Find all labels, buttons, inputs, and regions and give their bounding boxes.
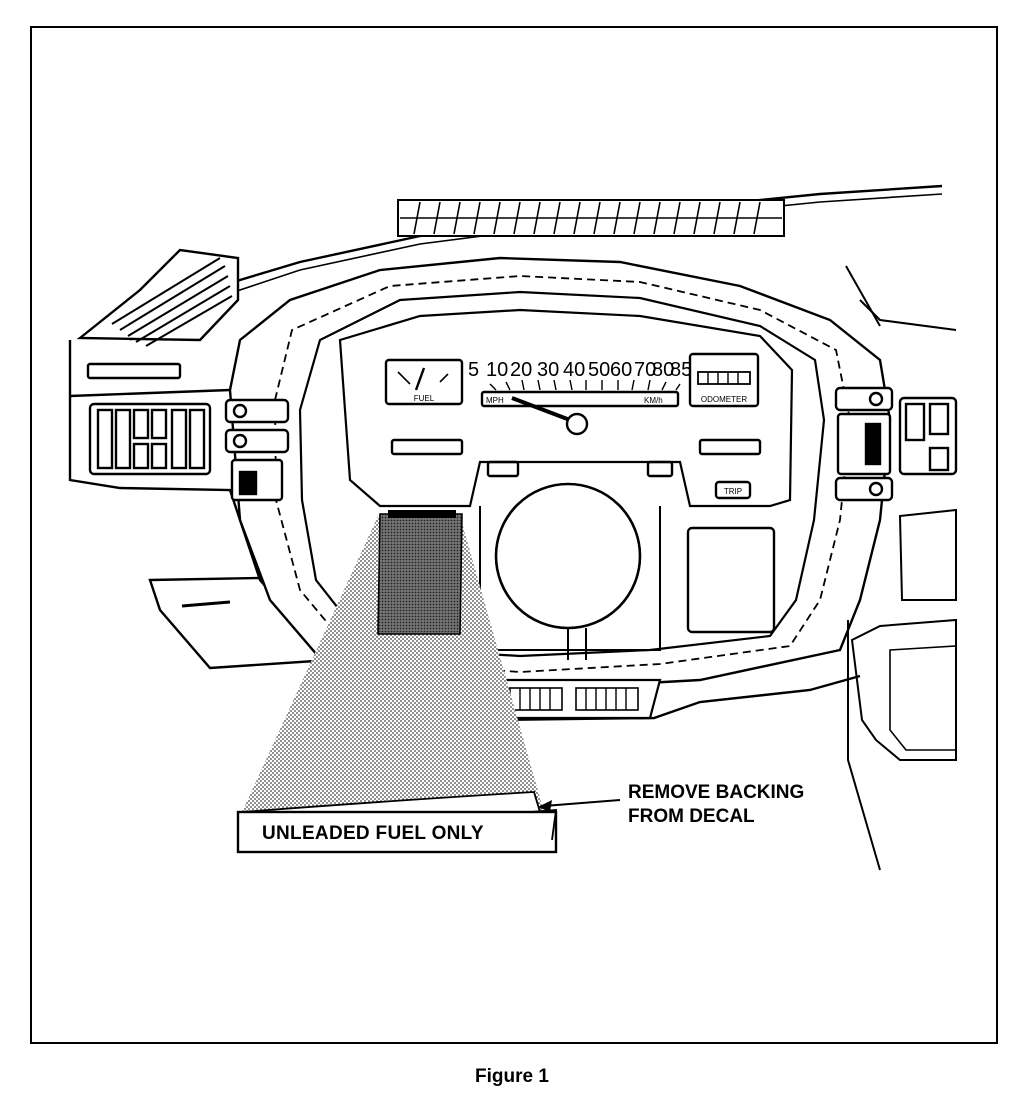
decal-peel-corner	[529, 809, 558, 841]
speed-mark-85: 85	[670, 359, 692, 381]
fuel-label: FUEL	[414, 394, 435, 403]
decal-outline	[236, 810, 558, 854]
speed-mark-30: 30	[537, 359, 559, 381]
left-air-vent	[76, 248, 240, 347]
column-shroud	[479, 506, 661, 651]
decal-curl	[241, 791, 542, 813]
figure-caption: Figure 1	[475, 1066, 549, 1087]
speed-unit-strip	[480, 390, 680, 408]
speed-needle	[511, 396, 571, 422]
trip-label: TRIP	[724, 487, 742, 496]
right-indicator-strip	[698, 438, 762, 456]
callout-line-1: REMOVE BACKING	[628, 782, 805, 803]
right-lower-panel	[686, 526, 776, 634]
speed-mark-70: 70	[634, 359, 656, 381]
fuel-gauge	[384, 358, 464, 406]
callout-line-2: FROM DECAL	[628, 806, 755, 827]
right-switch-cluster	[898, 396, 958, 476]
decal-projection	[242, 516, 544, 812]
left-indicator-strip	[390, 438, 464, 456]
right-indicator-lamp	[646, 460, 674, 478]
speed-mark-50: 50	[588, 359, 610, 381]
decal-target-top	[388, 510, 456, 518]
odometer-label: ODOMETER	[701, 395, 747, 404]
callout-arrowhead	[538, 800, 552, 812]
defroster-vent	[397, 199, 785, 237]
speedometer-scale: 5 10 20 30 40 50 60 70 80 85	[468, 359, 692, 381]
decal-label: UNLEADED FUEL ONLY	[262, 823, 484, 844]
speed-ticks	[489, 379, 681, 391]
speed-mark-80: 80	[652, 359, 674, 381]
needle-hub	[565, 412, 589, 436]
speed-mark-40: 40	[563, 359, 585, 381]
callout-arrow-line	[543, 799, 621, 807]
speed-mark-5: 5	[468, 359, 479, 381]
radio-unit	[850, 618, 957, 761]
speed-unit-mph: MPH	[486, 396, 504, 405]
dash-left-panel	[68, 340, 321, 651]
left-pod-switches	[224, 398, 290, 502]
right-pod-switches	[834, 386, 894, 502]
steering-hub	[494, 482, 642, 630]
left-indicator-lamp	[486, 460, 520, 478]
dash-right-edge	[859, 299, 957, 331]
odometer-gauge	[688, 352, 760, 408]
speed-mark-60: 60	[610, 359, 632, 381]
trip-button	[714, 480, 752, 500]
left-switch-cluster	[88, 402, 212, 476]
figure-frame	[30, 26, 998, 1044]
lower-connector	[488, 678, 662, 720]
speed-mark-20: 20	[510, 359, 532, 381]
right-console	[898, 508, 957, 601]
left-switch-bar	[86, 362, 182, 380]
speed-unit-kmh: KM/h	[644, 396, 663, 405]
decal-target-area	[377, 513, 463, 635]
speed-mark-10: 10	[486, 359, 508, 381]
